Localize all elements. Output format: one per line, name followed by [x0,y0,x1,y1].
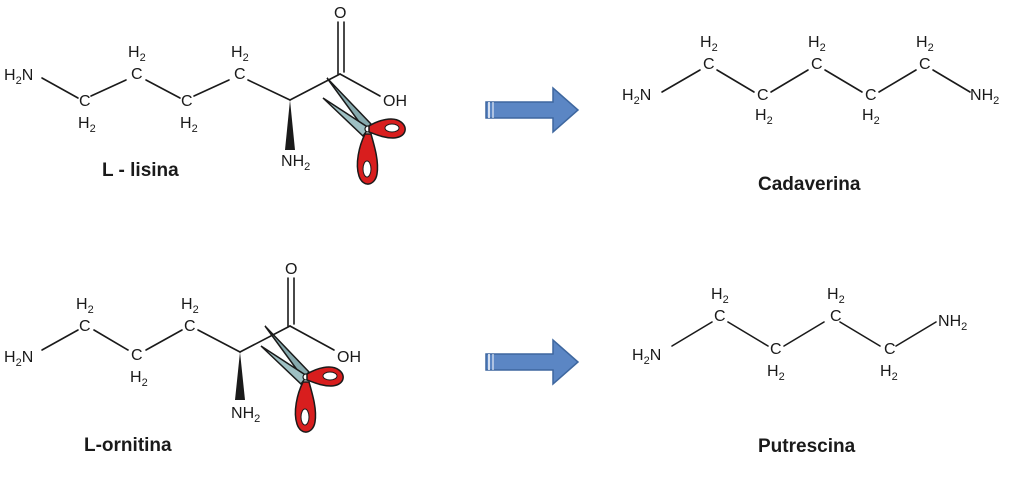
svg-text:H2: H2 [808,34,826,54]
svg-text:H2N: H2N [4,67,33,87]
svg-text:H2: H2 [880,363,898,383]
cadaverina-molecule: H2N H2 C C H2 H2 C C H2 H2 C NH2 [622,34,999,127]
svg-text:H2: H2 [130,369,148,389]
svg-text:H2: H2 [181,296,199,316]
svg-text:C: C [865,87,877,104]
svg-text:C: C [79,318,91,335]
cadaverina-bonds [661,69,971,93]
svg-text:NH2: NH2 [281,153,310,173]
svg-text:C: C [811,56,823,73]
svg-text:C: C [884,341,896,358]
svg-text:H2: H2 [76,296,94,316]
svg-text:H2N: H2N [622,87,651,107]
svg-text:C: C [234,66,246,83]
svg-text:H2: H2 [916,34,934,54]
ornitina-atoms: H2N H2 C C H2 H2 C O OH NH2 [4,261,361,425]
block-arrow-right-icon [485,338,580,386]
svg-text:C: C [184,318,196,335]
svg-text:C: C [830,308,842,325]
ornitina-bonds [41,277,335,400]
svg-text:H2: H2 [700,34,718,54]
svg-text:C: C [181,93,193,110]
svg-text:NH2: NH2 [970,87,999,107]
svg-text:H2: H2 [231,44,249,64]
cadaverina-label: Cadaverina [758,174,861,195]
svg-text:C: C [919,56,931,73]
putrescina-label: Putrescina [758,436,856,457]
putrescina-bonds [671,321,937,347]
putrescina-atoms: H2N H2 C C H2 H2 C C H2 NH2 [632,286,967,383]
svg-text:H2: H2 [862,107,880,127]
svg-text:C: C [131,347,143,364]
svg-text:C: C [714,308,726,325]
svg-text:NH2: NH2 [231,405,260,425]
scissors-icon [260,325,344,433]
svg-text:H2: H2 [78,115,96,135]
cadaverina-atoms: H2N H2 C C H2 H2 C C H2 H2 C NH2 [622,34,999,127]
svg-text:H2: H2 [128,44,146,64]
svg-text:H2: H2 [827,286,845,306]
svg-text:C: C [757,87,769,104]
svg-text:C: C [703,56,715,73]
ornitina-wedge-bond [235,352,245,400]
svg-text:H2N: H2N [632,347,661,367]
svg-text:H2: H2 [755,107,773,127]
svg-text:OH: OH [337,349,361,366]
lisina-atoms: H2N C H2 H2 C C H2 H2 C O OH NH2 [4,5,407,173]
svg-text:O: O [334,5,346,22]
ornitina-molecule: H2N H2 C C H2 H2 C O OH NH2 [4,261,361,433]
svg-text:C: C [79,93,91,110]
svg-text:H2: H2 [180,115,198,135]
svg-text:NH2: NH2 [938,313,967,333]
svg-text:H2: H2 [711,286,729,306]
svg-text:OH: OH [383,93,407,110]
svg-text:H2N: H2N [4,349,33,369]
lisina-wedge-bond [285,100,295,150]
lisina-label: L - lisina [102,160,179,181]
svg-text:C: C [131,66,143,83]
lisina-molecule: H2N C H2 H2 C C H2 H2 C O OH NH2 [4,5,407,185]
svg-text:O: O [285,261,297,278]
lisina-bonds [41,21,381,150]
svg-text:C: C [770,341,782,358]
putrescina-molecule: H2N H2 C C H2 H2 C C H2 NH2 [632,286,967,383]
ornitina-label: L-ornitina [84,435,172,456]
svg-text:H2: H2 [767,363,785,383]
block-arrow-right-icon [485,86,580,134]
